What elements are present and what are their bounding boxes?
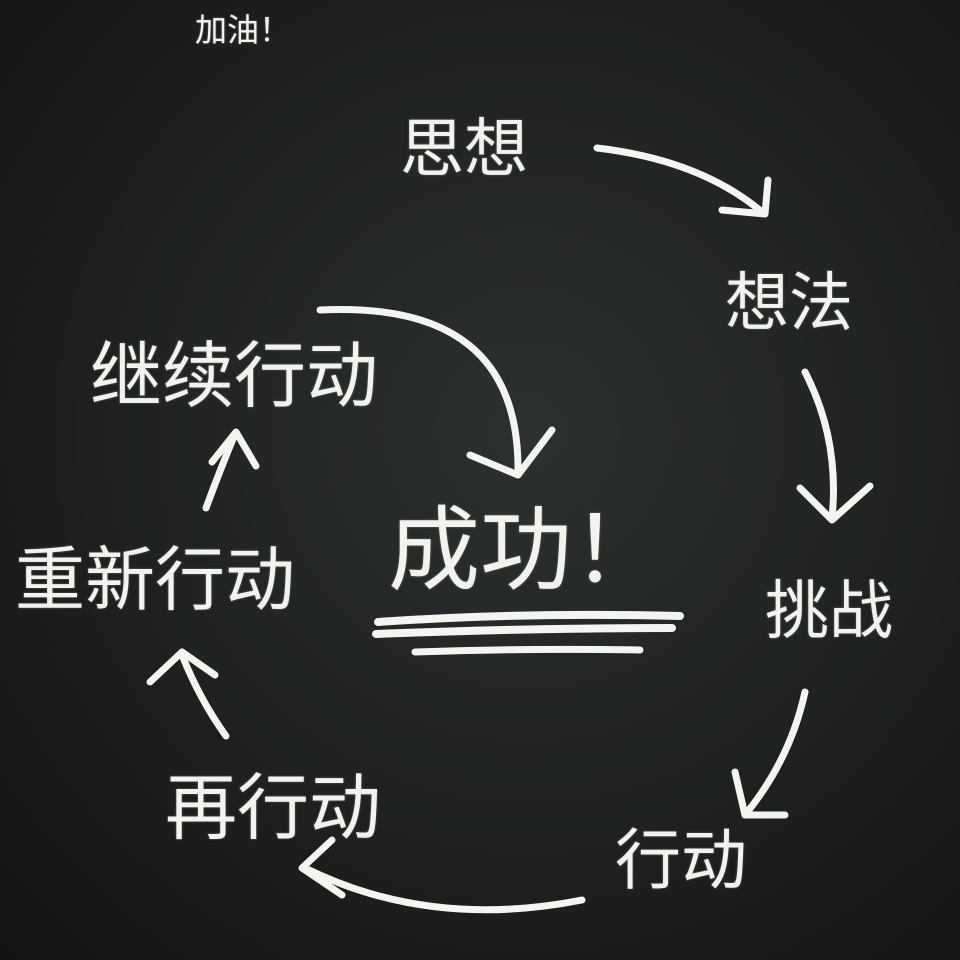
arrow-action-to-act-again [298, 836, 586, 914]
step-restart-action: 重新行动 [15, 539, 295, 621]
arrow-thought-to-idea [593, 144, 772, 218]
cheer-text: 加油！ [195, 11, 292, 49]
step-action: 行动 [615, 822, 747, 899]
step-thought: 思想 [400, 113, 528, 187]
step-continue-action: 继续行动 [90, 334, 379, 418]
arrow-idea-to-challenge [796, 368, 874, 524]
step-challenge: 挑战 [765, 575, 893, 649]
success-text: 成功！ [388, 497, 665, 604]
step-act-again: 再行动 [165, 766, 382, 850]
arrow-restart-to-continue [202, 428, 260, 512]
arrow-challenge-to-action [731, 688, 809, 819]
arrow-continue-to-success [316, 305, 556, 479]
step-idea: 想法 [725, 267, 853, 341]
arrow-act-again-to-restart [146, 648, 230, 740]
success-underline [372, 610, 684, 656]
